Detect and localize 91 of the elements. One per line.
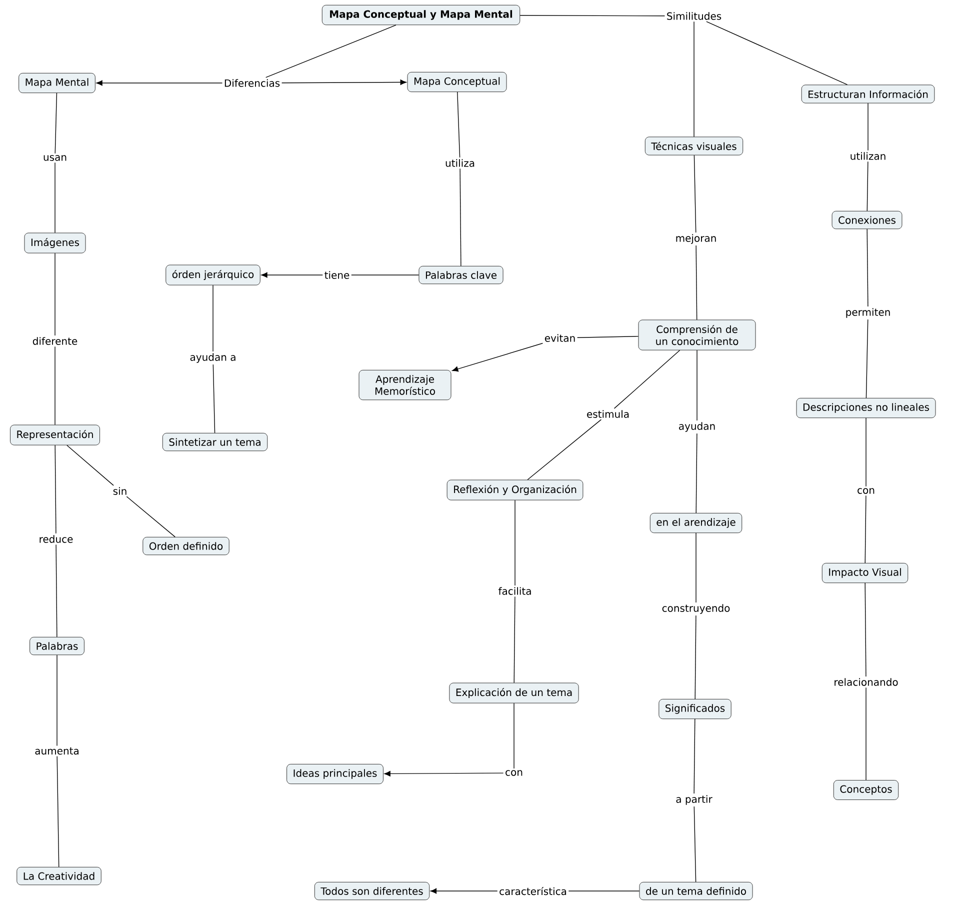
linking-phrase: con (504, 768, 524, 778)
connector-line (694, 806, 696, 882)
connector-line (696, 433, 698, 514)
linking-phrase: reduce (37, 534, 75, 544)
connector-line (527, 419, 602, 480)
linking-phrase: sin (111, 486, 129, 496)
linking-phrase: tiene (322, 270, 352, 280)
concept-box: Mapa Conceptual y Mapa Mental (322, 4, 520, 26)
arrow (261, 272, 323, 278)
connector-line (864, 495, 866, 564)
connector-line (568, 890, 640, 892)
linking-phrase: utilizan (848, 150, 888, 162)
arrow (452, 342, 544, 372)
connector-line (212, 284, 214, 352)
concept-box: Mapa Mental (18, 72, 96, 94)
arrow (430, 888, 498, 894)
linking-phrase: usan (42, 154, 68, 162)
linking-phrase: diferente (30, 336, 80, 346)
concept-box: Mapa Conceptual (407, 72, 507, 92)
linking-phrase: Similitudes (664, 10, 724, 22)
linking-phrase: evitan (542, 332, 578, 344)
linking-phrase: aumenta (33, 746, 81, 756)
linking-phrase: relacionando (832, 676, 900, 688)
concept-box: Conceptos (833, 780, 899, 800)
arrow (384, 771, 504, 776)
connector-line (514, 596, 516, 684)
linking-phrase: característica (498, 885, 568, 897)
connector-line (520, 15, 666, 16)
linking-phrase: a partir (674, 794, 714, 806)
connector-line (54, 92, 58, 154)
concept-box: Imágenes (24, 232, 86, 254)
concept-box: Sintetizar un tema (162, 432, 268, 452)
connector-line (54, 162, 56, 234)
concept-box: de un tema definido (639, 882, 753, 900)
concept-box: en el arendizaje (650, 512, 742, 534)
connector-line (514, 500, 516, 586)
linking-phrase: con (856, 486, 876, 496)
concept-box: Significados (658, 698, 732, 720)
connector-line (54, 252, 56, 336)
concept-box: La Creatividad (16, 866, 102, 886)
concept-box: Palabras (30, 636, 84, 656)
linking-phrase: estimula (584, 408, 632, 420)
connector-line (864, 582, 866, 677)
connector-line (696, 350, 698, 421)
concept-box: Conexiones (832, 210, 902, 230)
concept-box: órden jerárquico (166, 264, 260, 286)
connector-line (460, 168, 462, 266)
concept-box: Estructuran Información (801, 84, 935, 104)
connector-line (54, 444, 56, 534)
connector-line (56, 654, 58, 746)
connector-line (212, 364, 216, 434)
linking-phrase: utiliza (444, 158, 476, 168)
concept-box: Todos son diferentes (314, 882, 430, 900)
connector-line (694, 154, 696, 233)
concept-box: Impacto Visual (822, 562, 908, 584)
arrow (96, 80, 223, 86)
connector-line (576, 336, 639, 338)
connector-line (706, 21, 848, 86)
linking-phrase: construyendo (660, 602, 732, 616)
connector-line (866, 161, 868, 212)
connector-line (457, 92, 460, 158)
concept-box: Comprensión de un conocimiento (638, 320, 756, 350)
linking-phrase: permiten (844, 306, 892, 320)
concept-box: Orden definido (142, 536, 230, 556)
concept-box: Aprendizaje Memorístico (358, 370, 452, 400)
concept-box: Explicación de un tema (449, 682, 579, 704)
linking-phrase: facilita (496, 586, 534, 596)
connector-line (54, 346, 56, 426)
concept-box: Representación (10, 424, 100, 446)
connector-line (56, 756, 60, 868)
connector-line (694, 615, 696, 700)
linking-phrase: ayudan a (188, 352, 238, 364)
concept-box: Reflexión y Organización (446, 480, 584, 500)
concept-box: Descripciones no lineales (796, 398, 936, 418)
linking-phrase: mejoran (674, 232, 718, 246)
concept-box: Palabras clave (418, 266, 504, 284)
connector-line (56, 544, 58, 638)
connector-line (66, 444, 114, 486)
linking-phrase: ayudan (676, 420, 718, 434)
connector-line (265, 24, 396, 78)
concept-box: Ideas principales (286, 764, 384, 784)
connector-line (694, 718, 696, 794)
concept-box: Técnicas visuales (644, 136, 744, 156)
connector-line (866, 228, 868, 307)
connector-line (614, 350, 680, 409)
arrow (281, 80, 406, 85)
linking-phrase: Diferencias (222, 78, 282, 88)
connector-line (351, 274, 420, 276)
connector-line (696, 245, 698, 320)
connector-line (866, 319, 868, 398)
connector-line (126, 496, 176, 538)
